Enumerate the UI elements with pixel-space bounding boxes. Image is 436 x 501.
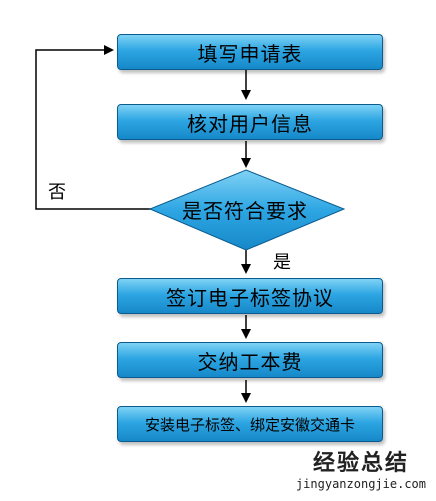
watermark-url: jingyanzongjie.com xyxy=(295,477,426,491)
yes-label: 是 xyxy=(273,252,291,273)
watermark-name: 经验总结 xyxy=(312,451,409,476)
no-loop-line xyxy=(35,45,152,210)
decision-diamond xyxy=(148,169,346,251)
watermark: 经验总结 jingyanzongjie.com xyxy=(296,445,426,491)
step-verify-user-info: 核对用户信息 xyxy=(117,104,383,140)
no-label: 否 xyxy=(48,182,66,203)
step-pay-fee: 交纳工本费 xyxy=(117,342,383,378)
decision-label: 是否符合要求 xyxy=(182,199,308,223)
step-install-tag: 安装电子标签、绑定安徽交通卡 xyxy=(117,406,383,442)
step-sign-agreement: 签订电子标签协议 xyxy=(117,278,383,314)
step-fill-application: 填写申请表 xyxy=(117,34,383,70)
